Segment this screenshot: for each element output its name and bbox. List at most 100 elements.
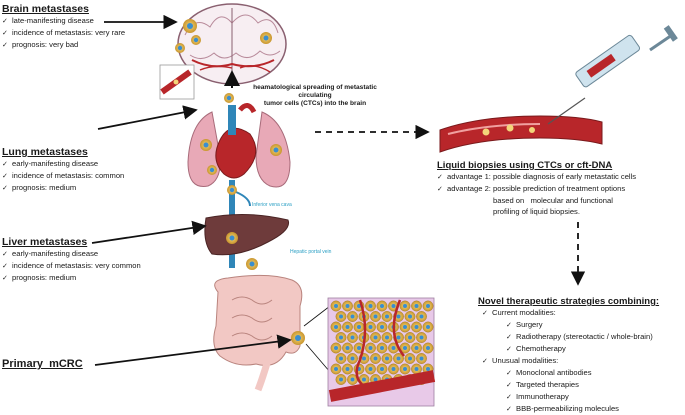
lung-item: ✓incidence of metastasis: common: [2, 170, 124, 182]
unusual-item: ✓Monoclonal antibodies: [478, 367, 659, 379]
lung-item: ✓early-manifesting disease: [2, 158, 124, 170]
liquid-item-text: advantage 2: possible prediction of trea…: [447, 184, 626, 193]
checkmark-icon: ✓: [506, 382, 512, 389]
primary-pointer-arrow: [94, 334, 292, 366]
checkmark-icon: ✓: [482, 358, 488, 365]
portal-vein-label: Hepatic portal vein: [290, 249, 332, 255]
tumor-cell-nucleus: [334, 367, 338, 371]
tumor-cell-nucleus: [385, 314, 389, 319]
checkmark-icon: ✓: [506, 394, 512, 401]
tumor-cell-nucleus: [385, 356, 389, 361]
tumor-cell-nucleus: [339, 314, 343, 319]
checkmark-icon: ✓: [2, 275, 8, 282]
checkmark-icon: ✓: [506, 346, 512, 353]
tumor-cell-nucleus: [396, 356, 401, 361]
therapy-title: Novel therapeutic strategies combining:: [478, 296, 660, 307]
unusual-item: ✓ BBB-permeabilizing molecules: [478, 403, 659, 415]
unusual-item-text: Targeted therapies: [516, 380, 579, 389]
liquid-item-continuation: based on molecular and functional: [493, 196, 613, 205]
liquid-item-continuation: profiling of liquid biopsies.: [493, 207, 580, 216]
primary-title: Primary mCRC: [2, 358, 83, 370]
tumor-cell-nucleus: [414, 304, 419, 308]
lung-item-text: early-manifesting disease: [12, 159, 99, 168]
tumor-cell-nucleus: [391, 346, 396, 350]
current-item: ✓Surgery: [478, 319, 659, 331]
current-item: ✓Chemotherapy: [478, 343, 659, 355]
tumor-cell-nucleus: [334, 346, 338, 350]
lung-item-text: prognosis: medium: [12, 183, 77, 192]
spreading-note-line: heamatological spreading of metastatic c…: [253, 84, 377, 99]
lung-heart-illustration: [187, 103, 291, 188]
tumor-cell-nucleus: [419, 335, 424, 340]
current-modalities-label: ✓Current modalities:: [478, 307, 659, 319]
tumor-cell-nucleus: [339, 377, 343, 382]
brain-item: ✓prognosis: very bad: [2, 39, 125, 51]
tumor-cell-nucleus: [414, 346, 419, 350]
current-item-text: Radiotherapy (stereotactic / whole-brain…: [516, 332, 653, 341]
tumor-cell-nucleus: [345, 304, 350, 308]
tumor-cell-nucleus: [396, 314, 401, 319]
brain-item: ✓incidence of metastasis: very rare: [2, 27, 125, 39]
tumor-cell-nucleus: [373, 377, 378, 382]
unusual-item-text: BBB-permeabilizing molecules: [516, 404, 619, 413]
tumor-inset: [327, 297, 436, 407]
tumor-cell-nucleus: [414, 325, 419, 329]
spreading-note: heamatological spreading of metastatic c…: [244, 84, 386, 108]
liver-item: ✓early-manifesting disease: [2, 248, 141, 260]
checkmark-icon: ✓: [506, 322, 512, 329]
tumor-cell-nucleus: [426, 325, 430, 329]
tumor-cell-nucleus: [396, 335, 401, 340]
liver-pointer-arrow: [91, 220, 207, 244]
checkmark-icon: ✓: [482, 310, 488, 317]
liquid-title: Liquid biopsies using CTCs or cft-DNA: [437, 160, 613, 171]
liquid-biopsy-block: Liquid biopsies using CTCs or cft-DNA ✓ a…: [437, 160, 636, 217]
primary-mcrc-block: Primary mCRC: [2, 358, 83, 370]
therapy-block: Novel therapeutic strategies combining: …: [478, 296, 659, 415]
tumor-cell-nucleus: [419, 314, 424, 319]
current-item: ✓ Radiotherapy (stereotactic / whole-brai…: [478, 331, 659, 343]
tumor-cell-nucleus: [350, 335, 355, 340]
tumor-cell-nucleus: [368, 304, 373, 308]
checkmark-icon: ✓: [506, 334, 512, 341]
tumor-cell-nucleus: [368, 346, 373, 350]
checkmark-icon: ✓: [2, 185, 8, 192]
tumor-cell-nucleus: [350, 356, 355, 361]
brain-item-text: late-manifesting disease: [12, 16, 94, 25]
tumor-cell-nucleus: [362, 377, 366, 382]
lung-title: Lung metastases: [2, 146, 88, 158]
liver-illustration: [204, 213, 290, 270]
liver-title: Liver metastases: [2, 236, 88, 248]
tumor-cell-nucleus: [334, 304, 338, 308]
unusual-item-text: Immunotherapy: [516, 392, 569, 401]
syringe-icon: [547, 25, 678, 125]
unusual-item: ✓ Immunotherapy: [478, 391, 659, 403]
tumor-cell-nucleus: [403, 367, 407, 371]
tumor-cell-nucleus: [373, 314, 378, 319]
tumor-cell-nucleus: [368, 325, 373, 329]
liver-item-text: incidence of metastasis: very common: [12, 261, 141, 270]
unusual-item: ✓ Targeted therapies: [478, 379, 659, 391]
ivc-label: Inferior vena cava: [252, 202, 292, 208]
tumor-cell-nucleus: [403, 304, 407, 308]
unusual-item-text: Monoclonal antibodies: [516, 368, 592, 377]
checkmark-icon: ✓: [2, 173, 8, 180]
spreading-note-line: tumor cells (CTCs) into the brain: [263, 100, 367, 107]
tumor-cell-nucleus: [350, 377, 355, 382]
tumor-cell-nucleus: [357, 304, 361, 308]
tumor-cell-nucleus: [357, 346, 361, 350]
tumor-cell-nucleus: [391, 304, 396, 308]
tumor-cell-nucleus: [345, 325, 350, 329]
tumor-cell-nucleus: [403, 346, 407, 350]
tumor-cell-nucleus: [345, 346, 350, 350]
checkmark-icon: ✓: [437, 174, 443, 181]
liver-item-text: early-manifesting disease: [12, 249, 99, 258]
tumor-cell-nucleus: [385, 335, 389, 340]
checkmark-icon: ✓: [506, 406, 512, 413]
liver-item-text: prognosis: medium: [12, 273, 77, 282]
checkmark-icon: ✓: [2, 42, 8, 49]
tumor-cell-nucleus: [408, 335, 412, 340]
tumor-cell-nucleus: [339, 356, 343, 361]
unusual-modalities-label: ✓Unusual modalities:: [478, 355, 659, 367]
tumor-cell-nucleus: [414, 367, 419, 371]
